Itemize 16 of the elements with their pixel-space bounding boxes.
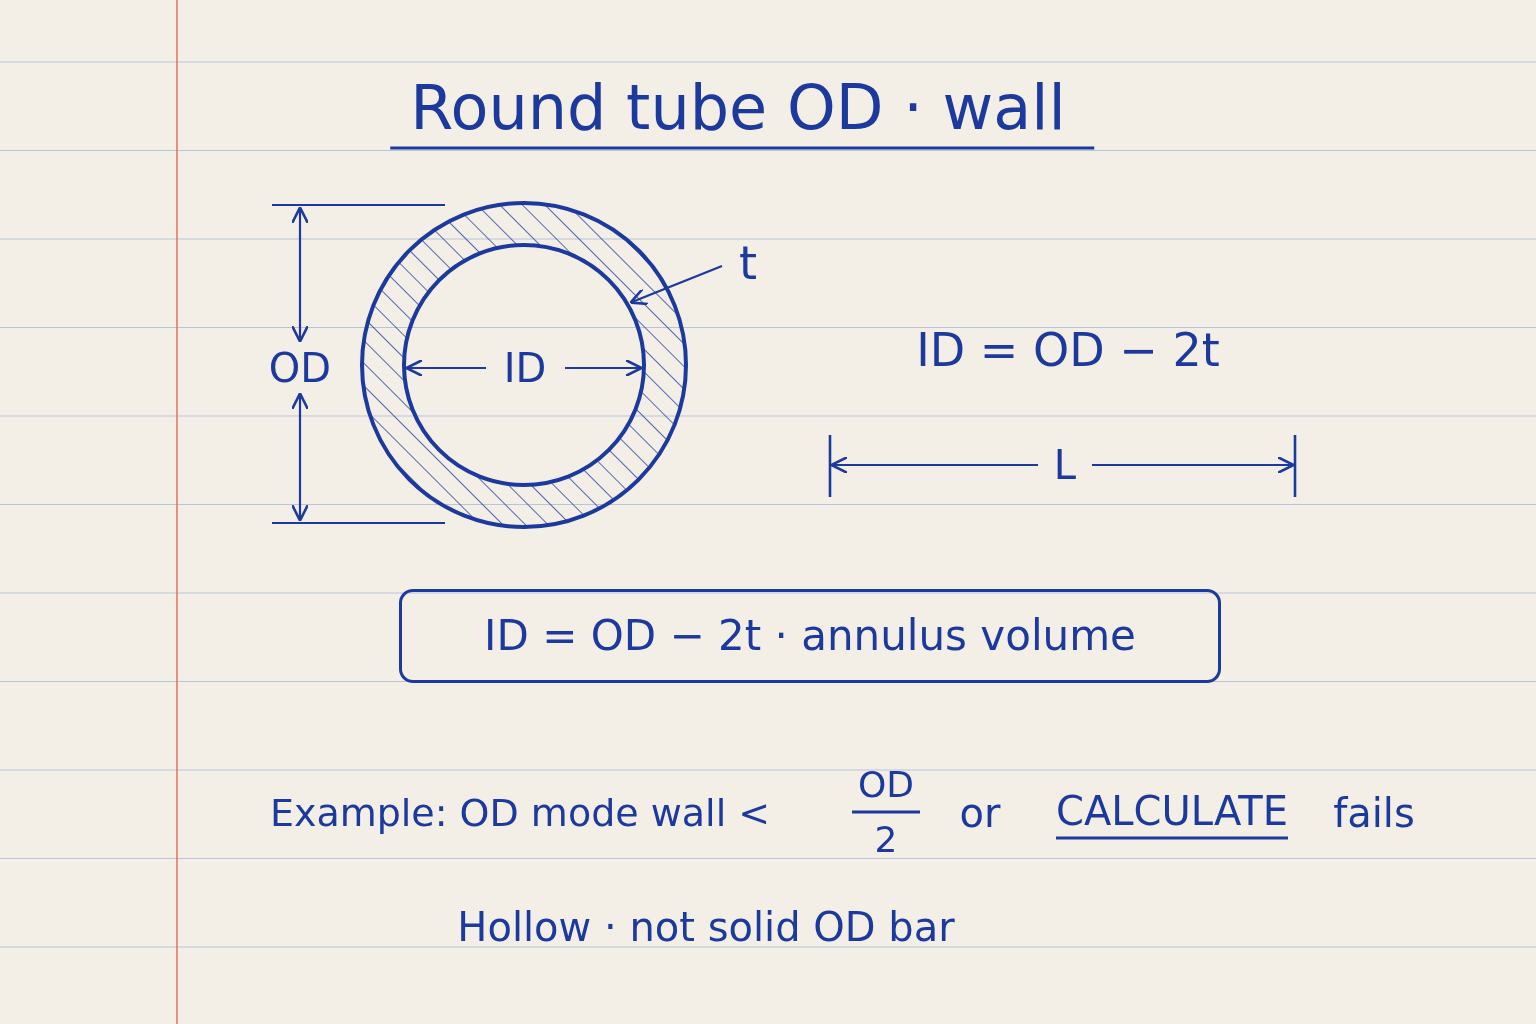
dimension-label: ID [503, 348, 547, 388]
leader-line [629, 264, 723, 306]
dimension-label: OD [268, 348, 332, 388]
fraction-numerator: OD [857, 767, 915, 803]
example-text: Example: OD mode wall < [269, 794, 771, 832]
note-text: Hollow · not solid OD bar [457, 907, 955, 947]
dimension-label: L [1053, 445, 1077, 485]
tube-section-drawing [360, 201, 688, 529]
function-name: CALCULATE [1056, 790, 1288, 840]
formula-text: ID = OD − 2t [916, 327, 1220, 373]
formula-box: ID = OD − 2t · annulus volume [399, 589, 1221, 683]
title-text: Round tube OD · wall [390, 76, 1094, 150]
example-text: or [959, 793, 1001, 833]
fraction-denominator: 2 [874, 822, 898, 858]
example-text: fails [1333, 793, 1415, 833]
dimension-label: t [739, 240, 757, 286]
